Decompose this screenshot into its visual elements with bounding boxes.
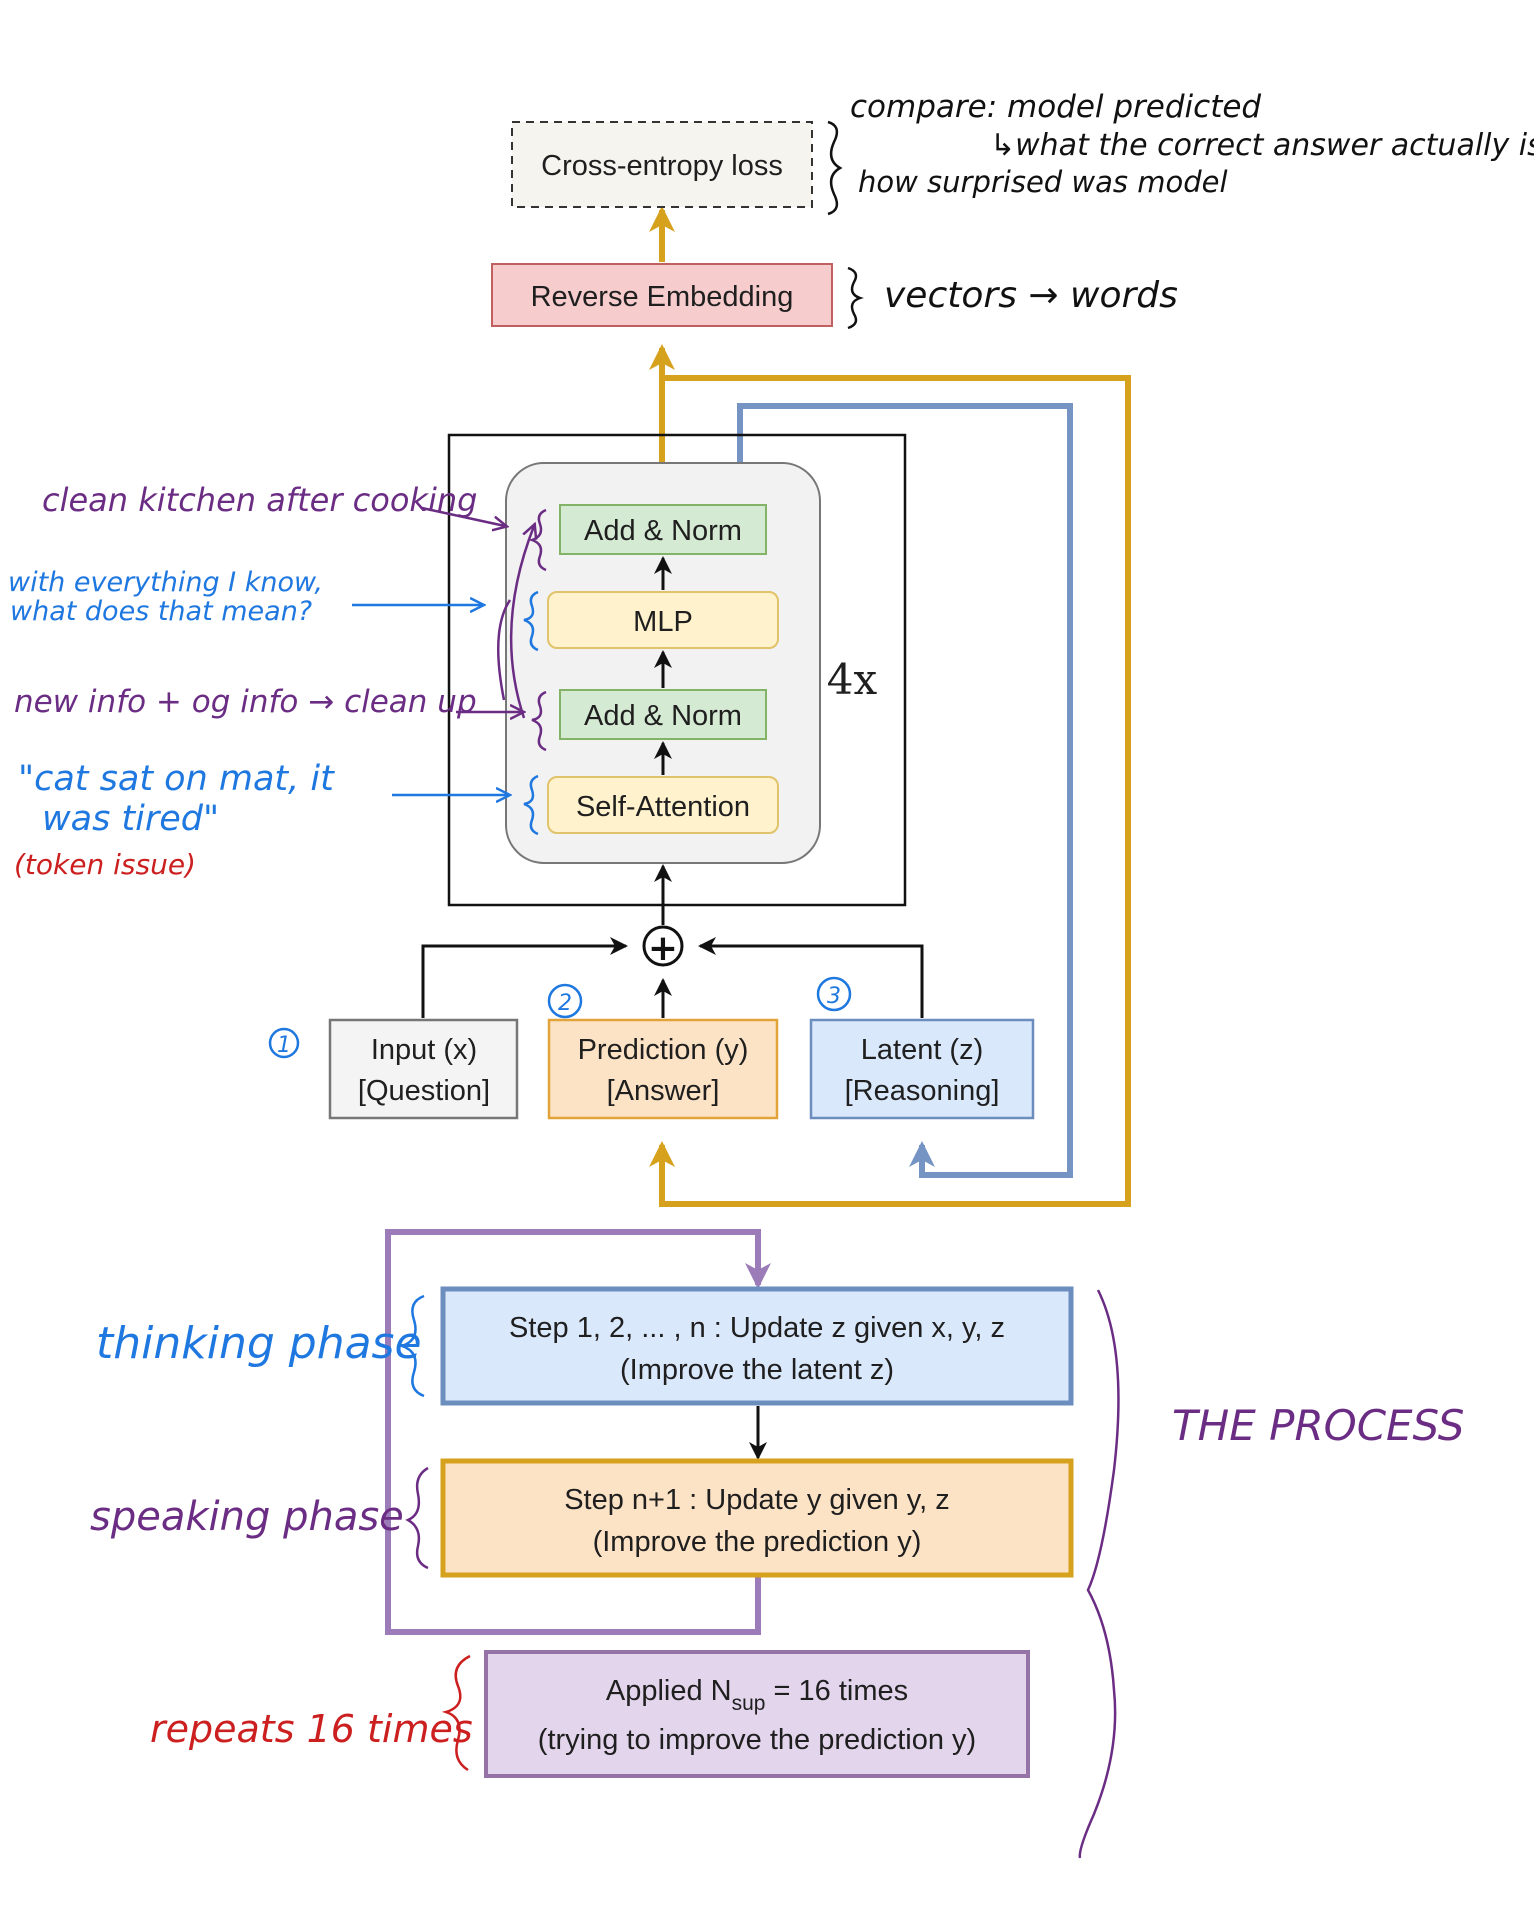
add-norm-top-box — [559, 504, 767, 555]
compare-line-3: how surprised was model — [858, 165, 1228, 199]
compare-line-1: compare: model predicted — [850, 89, 1261, 125]
repeats-label: repeats 16 times — [150, 1707, 473, 1751]
badge-2: 2 — [558, 991, 572, 1016]
cat-line-2: was tired" — [42, 799, 219, 839]
new-info-label: new info + og info → clean up — [14, 684, 477, 720]
reverse-embedding-box — [491, 263, 833, 327]
input-label-2: [Question] — [358, 1075, 490, 1107]
sum-symbol: + — [648, 928, 678, 969]
step-speak-label-2: (Improve the prediction y) — [593, 1526, 922, 1558]
number-badges: 1 2 3 — [268, 976, 852, 1059]
step-speak-box — [440, 1458, 1074, 1578]
latent-label-2: [Reasoning] — [845, 1075, 1000, 1107]
blue-feedback-loop — [737, 403, 1073, 1178]
gold-feedback-loop — [649, 206, 1131, 1207]
sum-node — [642, 925, 684, 967]
compare-line-2: ↳what the correct answer actually is — [990, 128, 1534, 163]
mlp-box — [547, 591, 779, 649]
prediction-label-2: [Answer] — [607, 1075, 720, 1107]
annotation-the-process: THE PROCESS — [1078, 1289, 1464, 1859]
add-norm-bottom-box — [559, 689, 767, 740]
reverse-embedding-label: Reverse Embedding — [531, 281, 794, 313]
annotation-speaking: speaking phase — [90, 1466, 429, 1570]
step-think-label-2: (Improve the latent z) — [620, 1354, 894, 1386]
inner-arrows — [421, 556, 924, 1018]
input-label-1: Input (x) — [371, 1034, 477, 1066]
badge-3: 3 — [827, 984, 841, 1009]
annotation-repeats: repeats 16 times — [150, 1654, 473, 1772]
step-think-box — [440, 1286, 1074, 1406]
thinking-phase-label: thinking phase — [96, 1318, 422, 1369]
applied-box — [484, 1650, 1030, 1778]
purple-loop — [385, 1229, 771, 1635]
clean-kitchen-label: clean kitchen after cooking — [42, 481, 477, 519]
vectors-words-label: vectors → words — [884, 275, 1178, 316]
step-think-label-1: Step 1, 2, ... , n : Update z given x, y… — [509, 1312, 1005, 1344]
add-norm-bottom-label: Add & Norm — [584, 700, 742, 732]
applied-label-1: Applied Nsup = 16 times — [606, 1675, 908, 1715]
add-norm-top-label: Add & Norm — [584, 515, 742, 547]
badge-1: 1 — [277, 1033, 291, 1058]
latent-label-1: Latent (z) — [861, 1034, 984, 1066]
everything-line-1: with everything I know, — [8, 567, 323, 598]
prediction-box — [547, 1018, 779, 1120]
annotation-clean-kitchen: clean kitchen after cooking — [42, 481, 547, 572]
mlp-label: MLP — [633, 606, 693, 638]
loss-label: Cross-entropy loss — [541, 150, 783, 182]
applied-label-2: (trying to improve the prediction y) — [538, 1724, 976, 1756]
repeat-count: 4x — [827, 655, 878, 704]
annotation-compare: compare: model predicted ↳what the corre… — [827, 89, 1534, 216]
self-attention-label: Self-Attention — [576, 791, 750, 823]
prediction-label-1: Prediction (y) — [578, 1034, 749, 1066]
the-process-label: THE PROCESS — [1172, 1401, 1464, 1450]
cat-line-1: "cat sat on mat, it — [18, 759, 335, 799]
everything-line-2: what does that mean? — [10, 596, 312, 627]
input-box — [328, 1018, 519, 1120]
speaking-phase-label: speaking phase — [90, 1494, 404, 1540]
token-issue-label: (token issue) — [14, 848, 196, 881]
step-speak-label-1: Step n+1 : Update y given y, z — [564, 1484, 950, 1516]
self-attention-box — [547, 776, 779, 834]
annotation-thinking: thinking phase — [96, 1294, 425, 1398]
annotation-new-info: new info + og info → clean up — [14, 526, 547, 752]
annotation-everything: with everything I know, what does that m… — [8, 567, 539, 652]
transformer-outer-box — [447, 433, 907, 907]
annotation-vectors-words: vectors → words — [847, 266, 1178, 330]
loss-box — [511, 121, 813, 208]
annotation-cat: "cat sat on mat, it was tired" (token is… — [14, 759, 539, 881]
latent-box — [809, 1018, 1035, 1120]
